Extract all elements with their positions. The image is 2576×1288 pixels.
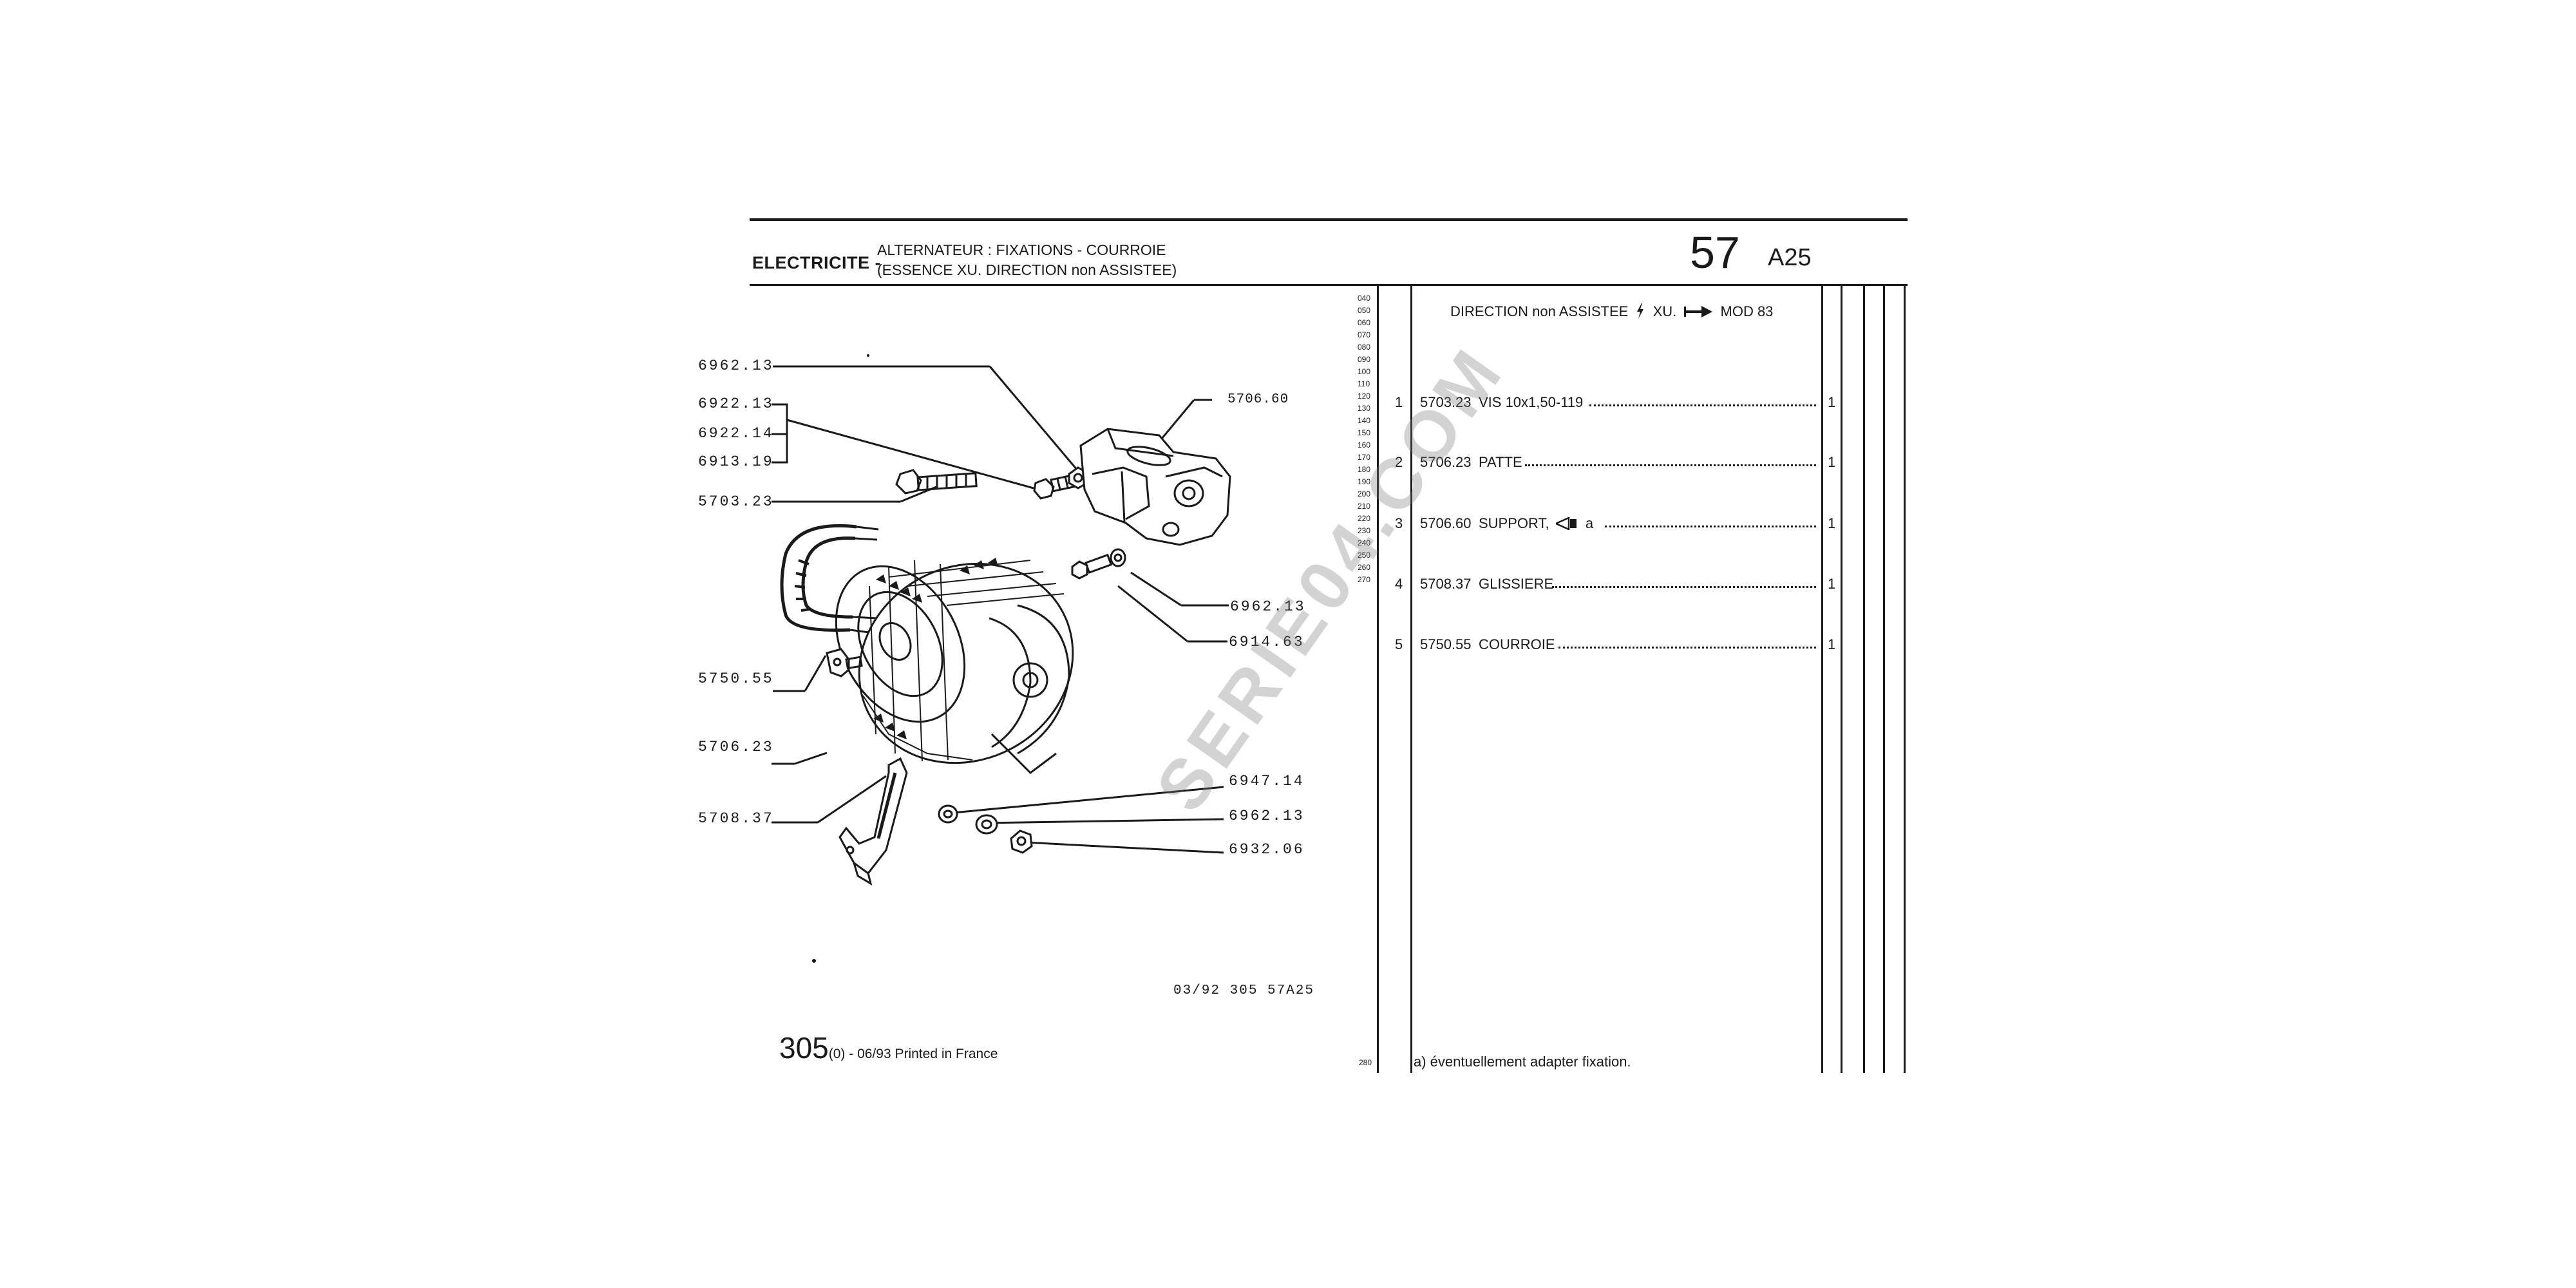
dot-leader — [1552, 586, 1816, 588]
part-label: 6913.19 — [698, 453, 774, 470]
row-label: 160 — [1358, 440, 1371, 450]
part-label: 5706.23 — [698, 739, 774, 755]
item-number: 2 — [1395, 454, 1403, 470]
arrow-from-icon — [1684, 306, 1713, 317]
part-label: 6922.13 — [698, 395, 774, 412]
item-number: 3 — [1395, 515, 1403, 531]
part-label: 5703.23 — [698, 493, 774, 510]
reference-code: 03/92 305 57A25 — [1173, 983, 1315, 998]
row-label: 050 — [1358, 306, 1371, 315]
row-label: 100 — [1358, 367, 1371, 376]
row-label: 150 — [1358, 428, 1371, 437]
item-qty: 1 — [1828, 515, 1836, 531]
dot-leader — [1525, 464, 1816, 466]
item-desc: VIS 10x1,50-119 — [1479, 394, 1584, 410]
item-ref: 5706.60 — [1420, 515, 1472, 531]
row-label: 250 — [1358, 551, 1371, 560]
column-line-g — [1904, 284, 1906, 1073]
column-line-f — [1883, 284, 1885, 1073]
arrow-left-icon — [1553, 516, 1577, 531]
table-heading: DIRECTION non ASSISTEE XU. MOD 83 — [1450, 303, 1773, 320]
footer-model: 305 — [779, 1031, 829, 1065]
item-desc: COURROIE — [1479, 636, 1555, 652]
row-label: 060 — [1358, 318, 1371, 327]
row-label: 110 — [1358, 379, 1370, 388]
exploded-parts-diagram — [772, 354, 1231, 963]
part-label: 6962.13 — [1229, 808, 1305, 824]
section-title: ELECTRICITE - — [752, 253, 881, 272]
header-rule — [750, 284, 1908, 286]
column-line-d — [1841, 284, 1842, 1073]
item-ref: 5706.23 — [1420, 454, 1472, 470]
part-label: 5706.60 — [1227, 392, 1289, 407]
column-line-a — [1377, 284, 1379, 1073]
part-label: 6914.63 — [1229, 634, 1305, 650]
row-label: 260 — [1358, 563, 1371, 572]
item-ref: 5750.55 — [1420, 636, 1472, 652]
item-ref: 5703.23 — [1420, 394, 1472, 410]
page-title: ALTERNATEUR : FIXATIONS - COURROIE (ESSE… — [877, 240, 1177, 280]
item-qty: 1 — [1828, 394, 1836, 410]
part-label: 6962.13 — [1230, 598, 1306, 615]
dot-leader — [1589, 404, 1816, 406]
item-ref: 5708.37 — [1420, 576, 1472, 592]
part-label: 5750.55 — [698, 670, 774, 687]
row-label: 070 — [1358, 330, 1371, 339]
item-qty: 1 — [1828, 454, 1836, 470]
column-line-e — [1863, 284, 1865, 1073]
item-desc: SUPPORT, a — [1479, 515, 1593, 532]
row-label: 080 — [1358, 343, 1371, 352]
row-label: 130 — [1358, 404, 1371, 413]
item-number: 5 — [1395, 636, 1403, 652]
column-line-c — [1821, 284, 1823, 1073]
row-label: 120 — [1358, 392, 1371, 401]
footnote: a) éventuellement adapter fixation. — [1414, 1054, 1631, 1070]
column-line-b — [1410, 284, 1412, 1073]
title-line-2: (ESSENCE XU. DIRECTION non ASSISTEE) — [877, 261, 1177, 278]
dot-leader — [1605, 526, 1816, 527]
top-rule — [750, 218, 1908, 221]
item-desc: PATTE — [1479, 454, 1522, 470]
row-label: 090 — [1358, 355, 1371, 364]
part-label: 5708.37 — [698, 810, 774, 827]
row-label: 220 — [1358, 514, 1371, 523]
part-label: 6947.14 — [1229, 773, 1305, 790]
heading-text: DIRECTION non ASSISTEE — [1450, 303, 1629, 319]
part-label: 6962.13 — [698, 357, 774, 374]
row-label: 140 — [1358, 416, 1371, 425]
row-label: 170 — [1358, 453, 1371, 462]
item-desc-text: SUPPORT, — [1479, 515, 1549, 531]
page-suffix: A25 — [1768, 244, 1812, 271]
part-label: 6922.14 — [698, 425, 774, 442]
part-label: 6932.06 — [1229, 841, 1305, 858]
row-label: 210 — [1358, 502, 1371, 511]
lightning-icon — [1637, 303, 1644, 319]
row-label: 190 — [1358, 477, 1371, 486]
page-number: 57 — [1690, 227, 1740, 278]
row-label: 270 — [1358, 575, 1371, 584]
heading-mod: MOD 83 — [1720, 303, 1774, 319]
item-qty: 1 — [1828, 636, 1836, 652]
row-label: 200 — [1358, 489, 1371, 498]
row-label-bottom: 280 — [1359, 1058, 1372, 1067]
title-line-1: ALTERNATEUR : FIXATIONS - COURROIE — [877, 242, 1166, 258]
item-qty: 1 — [1828, 576, 1836, 592]
row-label: 230 — [1358, 526, 1371, 535]
row-label: 240 — [1358, 538, 1371, 547]
row-labels: 040 050 060 070 080 090 100 110 120 130 … — [1358, 292, 1370, 586]
item-number: 4 — [1395, 576, 1403, 592]
dot-leader — [1558, 647, 1816, 649]
row-label: 040 — [1358, 294, 1371, 303]
row-label: 180 — [1358, 465, 1371, 474]
item-desc: GLISSIERE — [1479, 576, 1554, 592]
footer-edition: (0) - 06/93 Printed in France — [828, 1046, 998, 1061]
item-note: a — [1585, 515, 1594, 531]
item-number: 1 — [1395, 394, 1403, 410]
heading-suffix: XU. — [1653, 303, 1677, 319]
footer: 305(0) - 06/93 Printed in France — [779, 1030, 998, 1065]
